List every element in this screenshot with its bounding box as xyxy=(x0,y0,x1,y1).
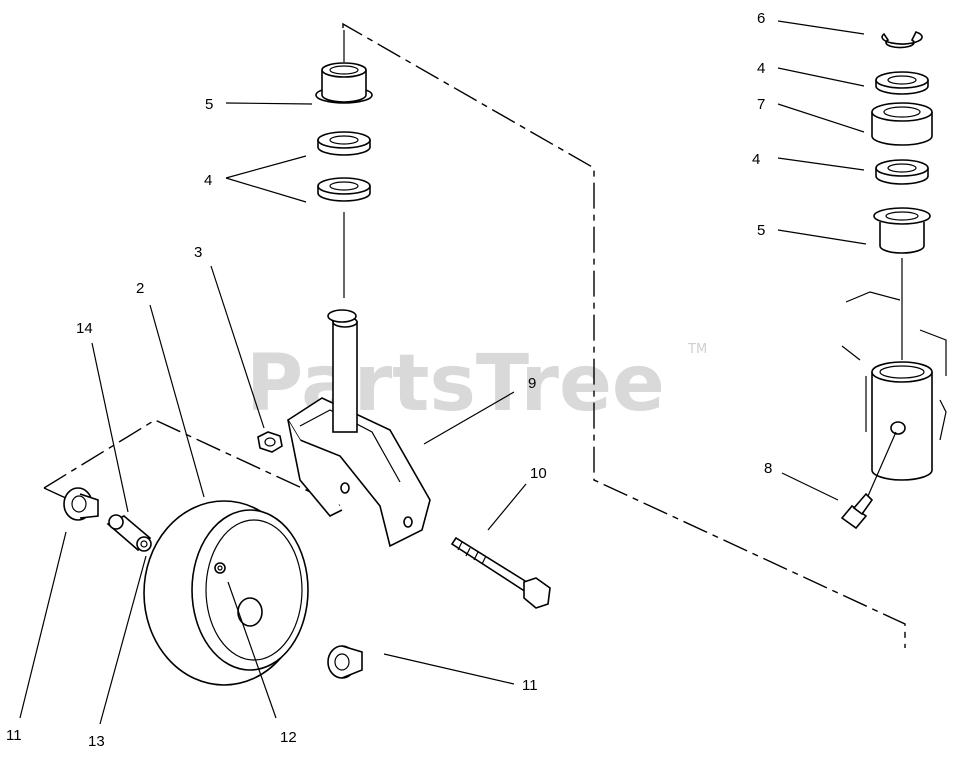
shoulder-bolt xyxy=(450,536,551,609)
callout-13: 13 xyxy=(88,733,105,750)
flanged-bushing-right xyxy=(873,207,931,254)
callout-10: 10 xyxy=(530,465,547,482)
leader-lines xyxy=(19,20,867,725)
callout-14: 14 xyxy=(76,320,93,337)
bushing-sleeve xyxy=(871,102,933,146)
lock-nut xyxy=(257,431,283,453)
grease-fitting-wheel xyxy=(214,562,226,574)
callout-4-left: 4 xyxy=(204,172,212,189)
callout-8: 8 xyxy=(764,460,772,477)
callout-7: 7 xyxy=(757,96,765,113)
callout-2: 2 xyxy=(136,280,144,297)
caster-wheel xyxy=(143,500,309,686)
callout-5-left: 5 xyxy=(205,96,213,113)
flanged-bushing-left xyxy=(315,62,373,104)
callout-labels: 2 3 4 5 6 4 7 4 5 8 9 10 11 11 12 13 14 xyxy=(6,10,772,750)
callout-6: 6 xyxy=(757,10,765,27)
callout-12: 12 xyxy=(280,729,297,746)
callout-4-right-upper: 4 xyxy=(757,60,765,77)
watermark-trademark: TM xyxy=(687,342,707,357)
washer-left-upper xyxy=(317,131,371,156)
callout-11-left: 11 xyxy=(6,727,22,744)
flange-bearing-left xyxy=(63,487,99,521)
grease-fitting-housing xyxy=(840,431,897,530)
callout-11-right: 11 xyxy=(522,677,538,694)
retaining-ring xyxy=(881,31,923,49)
assembly-guide-lines xyxy=(43,22,906,648)
caster-fork xyxy=(286,309,431,548)
washer-right-upper xyxy=(875,71,929,95)
callout-4-right-lower: 4 xyxy=(752,151,760,168)
washer-right-lower xyxy=(875,159,929,185)
callout-5-right: 5 xyxy=(757,222,765,239)
washer-left-lower xyxy=(317,177,371,202)
caster-housing xyxy=(841,291,947,481)
callout-3: 3 xyxy=(194,244,202,261)
flange-bearing-right xyxy=(327,645,363,679)
callout-9: 9 xyxy=(528,375,536,392)
spacer-tube xyxy=(106,514,152,552)
